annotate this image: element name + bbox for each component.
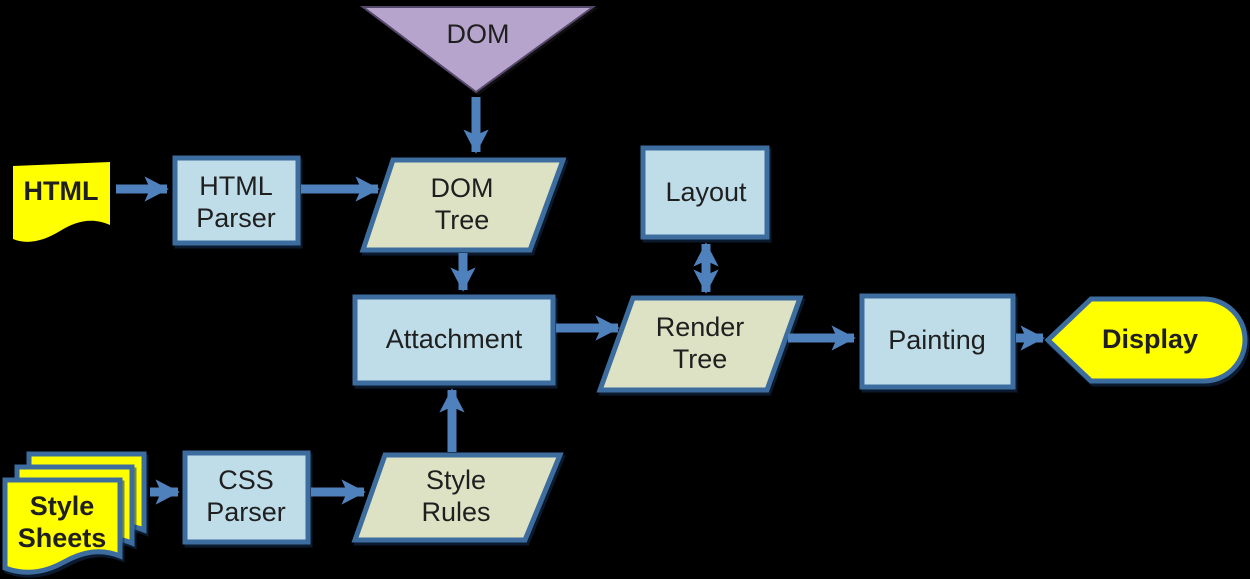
style-sheet-front-shape xyxy=(2,477,123,575)
dom-triangle-shape xyxy=(360,6,597,94)
html-document-shape xyxy=(13,162,110,242)
dom-label: DOM xyxy=(446,19,510,50)
layout-label: Layout xyxy=(665,177,747,208)
render-tree-shape xyxy=(596,295,804,393)
dom-tree-label: DOM Tree xyxy=(430,173,494,235)
painting-label: Painting xyxy=(888,325,986,356)
layout-shape xyxy=(640,145,770,240)
display-label: Display xyxy=(1101,324,1199,355)
dom-tree-shape xyxy=(359,157,567,253)
style-rules-shape xyxy=(351,452,564,543)
style-sheets-label: Style Sheets xyxy=(17,491,107,553)
html-parser-shape xyxy=(172,155,301,246)
css-parser-shape xyxy=(182,450,311,545)
attachment-label: Attachment xyxy=(385,324,523,355)
css-parser-label: CSS Parser xyxy=(206,465,286,527)
attachment-shape xyxy=(352,294,556,386)
painting-shape xyxy=(859,293,1016,390)
display-shape xyxy=(1044,296,1248,384)
html-label: HTML xyxy=(23,176,99,207)
render-tree-label: Render Tree xyxy=(655,312,745,374)
style-rules-label: Style Rules xyxy=(421,465,491,527)
html-parser-label: HTML Parser xyxy=(196,171,276,233)
